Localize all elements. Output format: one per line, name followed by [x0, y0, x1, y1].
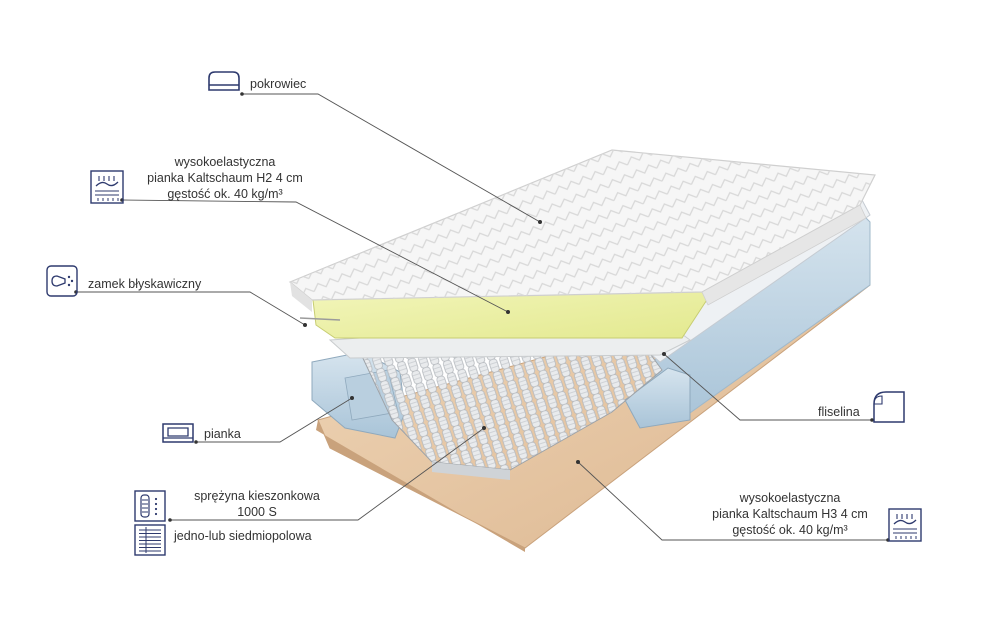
label-spring: sprężyna kieszonkowa 1000 S	[172, 488, 342, 520]
label-top-foam-line3: gęstość ok. 40 kg/m³	[167, 187, 283, 201]
label-top-foam-line1: wysokoelastyczna	[174, 155, 276, 169]
foam-tray-icon	[162, 423, 194, 443]
label-bottom-foam-line3: gęstość ok. 40 kg/m³	[732, 523, 848, 537]
label-bottom-foam: wysokoelastyczna pianka Kaltschaum H3 4 …	[700, 490, 880, 538]
foam-compression-icon	[90, 170, 124, 204]
zipper-line	[299, 317, 341, 321]
leader-lines	[76, 93, 888, 541]
label-cover: pokrowiec	[250, 77, 307, 91]
label-top-foam: wysokoelastyczna pianka Kaltschaum H2 4 …	[130, 154, 320, 202]
label-spring-zones: jedno-lub siedmiopolowa	[174, 529, 312, 543]
label-bottom-foam-line1: wysokoelastyczna	[739, 491, 841, 505]
fleece-icon	[873, 391, 905, 423]
label-fleece: fliselina	[818, 405, 860, 419]
label-spring-line2: 1000 S	[237, 505, 277, 519]
pocket-spring-icon	[134, 490, 166, 522]
mattress-icon	[208, 71, 240, 91]
label-spring-line1: sprężyna kieszonkowa	[194, 489, 320, 503]
label-top-foam-line2: pianka Kaltschaum H2 4 cm	[147, 171, 303, 185]
label-foam: pianka	[204, 427, 241, 441]
zipper-icon	[46, 265, 78, 297]
label-zipper: zamek błyskawiczny	[88, 277, 202, 291]
foam-compression-icon-bottom	[888, 508, 922, 542]
label-bottom-foam-line2: pianka Kaltschaum H3 4 cm	[712, 507, 868, 521]
seven-zone-icon	[134, 524, 166, 556]
